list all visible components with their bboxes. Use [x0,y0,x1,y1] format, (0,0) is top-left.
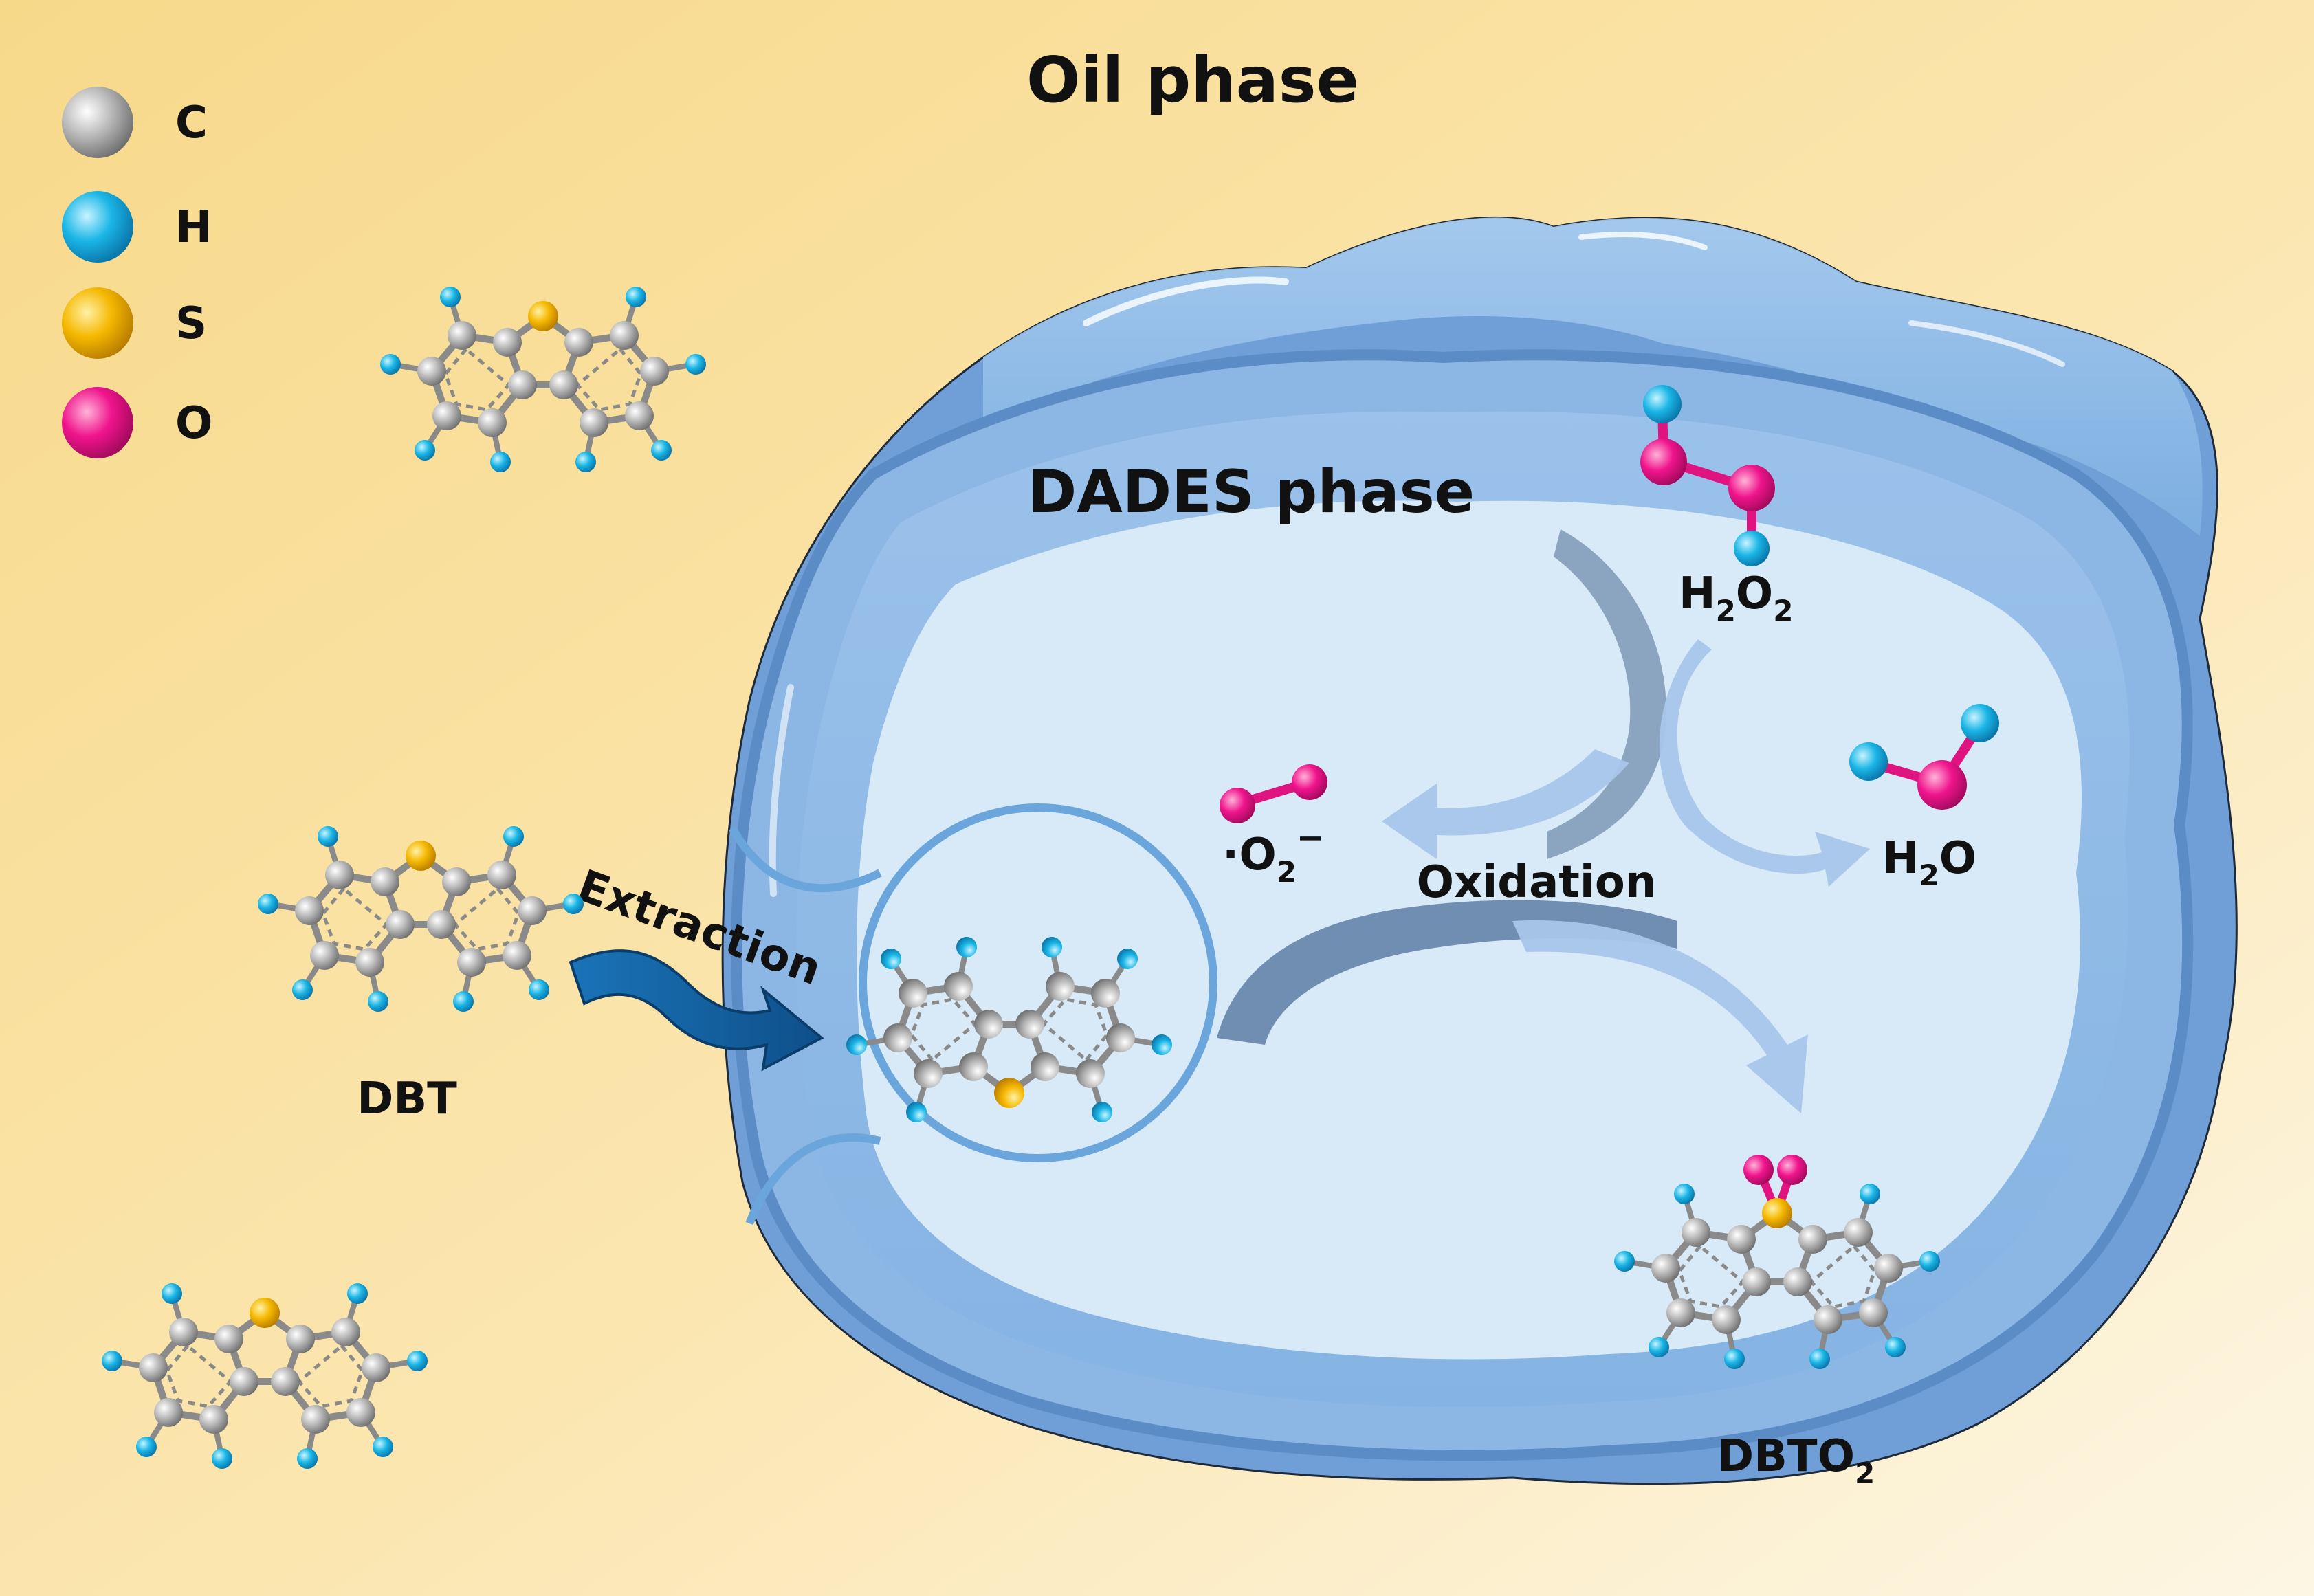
legend: C H S O [62,87,212,458]
h2o-label: H2O [1882,833,1976,892]
h2o2-molecule [1640,385,1775,566]
dbt-label: DBT [357,1074,457,1124]
legend-carbon-ball [62,87,133,158]
dbto2-molecule [1614,1155,1940,1369]
extraction-enclosure [728,803,1217,1226]
legend-sulfur-ball [62,287,133,359]
oxidation-label: Oxidation [1417,857,1657,908]
oil-phase-title: Oil phase [1026,43,1359,117]
legend-oxygen-ball [62,387,133,458]
h2o2-label: H2O2 [1679,568,1793,628]
oxidation-cycle-arrows [1217,529,1870,1113]
legend-hydrogen-ball [62,191,133,263]
legend-carbon-label: C [175,98,208,148]
superoxide-label: ·O2− [1222,819,1324,889]
superoxide-molecule [1220,764,1327,823]
dbto2-label: DBTO2 [1717,1431,1875,1490]
dades-phase-title: DADES phase [1028,458,1475,527]
legend-oxygen-label: O [175,398,212,449]
legend-sulfur-label: S [175,298,207,349]
extraction-arrow [569,949,824,1072]
dades-droplet [721,217,2238,1485]
h2o-molecule [1849,704,1999,810]
legend-hydrogen-label: H [175,202,212,253]
